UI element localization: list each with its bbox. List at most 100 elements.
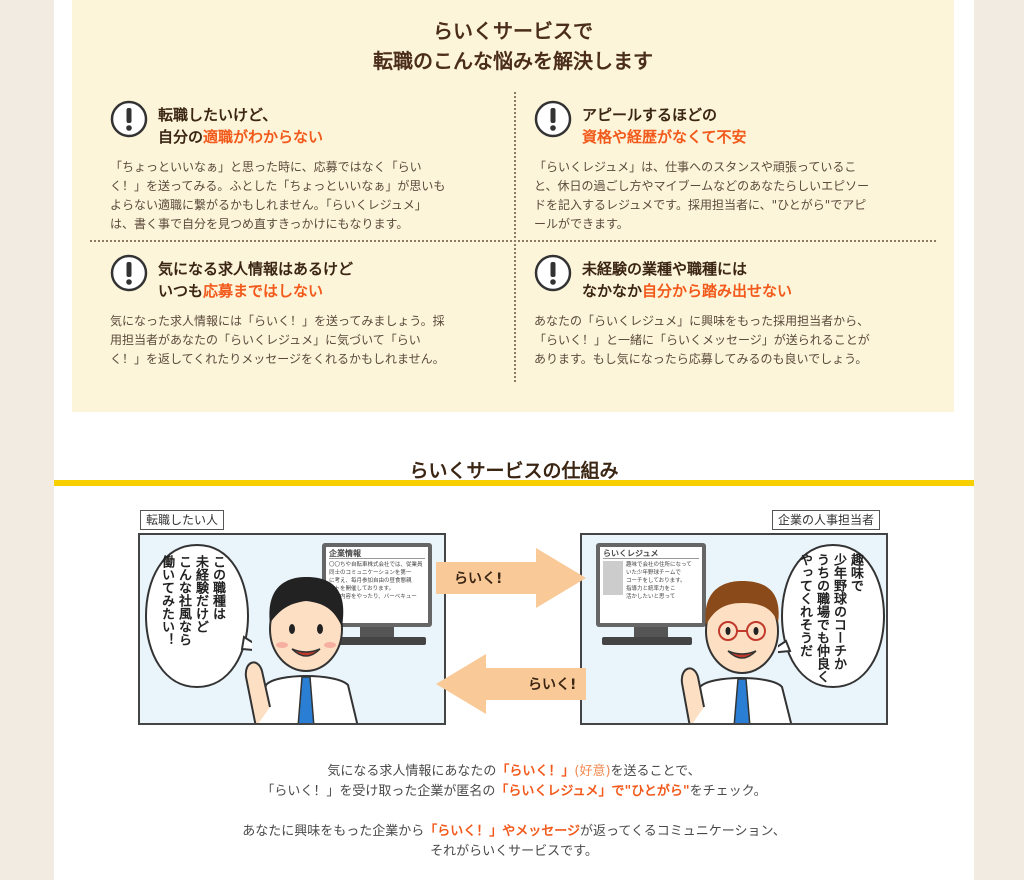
heading-line2: いつも [158, 282, 204, 300]
avatar-placeholder-icon [603, 561, 623, 595]
summary-line: 気になる求人情報にあなたの「らいく！」(好意)を送ることで、 [54, 762, 974, 782]
problem-card-heading: 転職したいけど、 自分の適職がわからない [158, 104, 323, 148]
screen-line: 趣味で会社の住所になって [626, 562, 692, 568]
bubble-line: 働いてみたい！ [159, 555, 174, 646]
page: らいくサービスで 転職のこんな悩みを解決します 転職したいけど、 自分の適職がわ… [54, 0, 974, 880]
bubble-line: 少年野球のコーチか [831, 553, 846, 670]
heading-line1: 気になる求人情報はあるけど [158, 260, 354, 278]
problem-card-body: 気になった求人情報には「らいく！」を送ってみましょう。採 用担当者があなたの「ら… [110, 312, 490, 369]
body-line: は、書く事で自分を見つめ直すきっかけにもなります。 [110, 217, 409, 231]
exclamation-icon [110, 254, 148, 292]
like-arrow-right: らいく! [436, 548, 586, 608]
recruiter-tag: 企業の人事担当者 [772, 510, 881, 530]
exclamation-icon [534, 254, 572, 292]
problems-title-line1: らいくサービスで [433, 19, 593, 43]
summary-paragraph-2: あなたに興味をもった企業から「らいく！」やメッセージが返ってくるコミュニケーショ… [54, 822, 974, 862]
summary-paragraph-1: 気になる求人情報にあなたの「らいく！」(好意)を送ることで、 「らいく！」を受け… [54, 762, 974, 802]
summary-emphasis: 「らいく！」 [496, 764, 575, 779]
summary-emphasis: 「らいく！」やメッセージ [424, 824, 581, 839]
screen-line: いた少年野球チームで [626, 570, 681, 576]
problems-title-line2: 転職のこんな悩みを解決します [373, 49, 653, 73]
heading-line1: 未経験の業種や職種には [582, 260, 748, 278]
bubble-line: やってくれそうだ [797, 553, 812, 657]
body-line: よらない適職に繋がるかもしれません。「らいくレジュメ」 [110, 198, 427, 212]
job-info-screen: 企業情報 〇〇ちや自転車株式会社では、従業員 同士のコミュニケーションを第一 に… [326, 547, 428, 623]
screen-line: ントを開催しております。 [329, 586, 395, 592]
job-seeker-panel: この職種は 未経験だけど こんな社風なら 働いてみたい！ 企業情報 〇〇ちや自転… [138, 533, 446, 725]
body-line: あります。もし気になったら応募してみるのも良いでしょう。 [534, 352, 868, 366]
body-line: 気になった求人情報には「らいく！」を送ってみましょう。採 [110, 314, 445, 328]
screen-line: 活かしたいと思って [626, 594, 676, 600]
divider-horizontal [90, 240, 936, 242]
speech-bubble-icon [778, 543, 886, 689]
bubble-line: この職種は [210, 555, 225, 620]
body-line: く！」を返してくれたりメッセージをくれるかもしれません。 [110, 352, 445, 366]
arrow-left-icon [436, 654, 586, 714]
like-arrow-left: らいく! [436, 654, 586, 714]
monitor-stand [634, 627, 668, 637]
arrow-right-icon [436, 548, 586, 608]
problem-card-heading: 気になる求人情報はあるけど いつも応募まではしない [158, 258, 353, 302]
bubble-line: こんな社風なら [176, 555, 191, 646]
summary-line: あなたに興味をもった企業から「らいく！」やメッセージが返ってくるコミュニケーショ… [54, 822, 974, 842]
summary-line: それがらいくサービスです。 [430, 844, 598, 859]
problems-section: らいくサービスで 転職のこんな悩みを解決します 転職したいけど、 自分の適職がわ… [72, 0, 954, 412]
body-line: ドを記入するレジュメです。採用担当者に、"ひとがら"でアピ [534, 198, 867, 212]
heading-line1: アピールするほどの [582, 106, 718, 124]
job-info-screen-title: 企業情報 [329, 550, 425, 559]
screen-line: 同士のコミュニケーションを第一 [329, 570, 412, 576]
heading-accent: 応募まではしない [203, 282, 324, 300]
screen-line: に考え、毎月参加自由の昼食懇親 [329, 578, 412, 584]
summary-text: あなたに興味をもった企業から [242, 824, 425, 839]
problem-card-body: あなたの「らいくレジュメ」に興味をもった採用担当者から、 「らいく！」と一緒に「… [534, 312, 914, 369]
recruiter-bubble-text: 趣味で 少年野球のコーチか うちの職場でも仲良く やってくれそうだ [796, 553, 864, 683]
problem-card-body: 「ちょっといいなぁ」と思った時に、応募ではなく「らい く！」を送ってみる。ふとし… [110, 158, 490, 234]
heading-line2: なかなか [582, 282, 643, 300]
body-line: あなたの「らいくレジュメ」に興味をもった採用担当者から、 [534, 314, 870, 328]
problems-title: らいくサービスで 転職のこんな悩みを解決します [72, 16, 954, 76]
recruiter-panel: らいくレジュメ 趣味で会社の住所になって いた少年野球チームで コーチをしており… [580, 533, 888, 725]
screen-line: 〇〇ちや自転車株式会社では、従業員 [329, 562, 423, 568]
body-line: 「らいく！」と一緒に「らいくメッセージ」が送られることが [534, 333, 870, 347]
problem-card-heading: 未経験の業種や職種には なかなか自分から踏み出せない [582, 258, 792, 302]
resume-monitor: らいくレジュメ 趣味で会社の住所になって いた少年野球チームで コーチをしており… [596, 543, 706, 627]
keyboard [602, 637, 692, 645]
body-line: く！」を送ってみる。ふとした「ちょっといいなぁ」が思いも [110, 179, 446, 193]
speech-bubble-icon [144, 543, 252, 689]
body-line: ールができます。 [534, 217, 629, 231]
heading-accent: 資格や経歴がなくて不安 [582, 128, 747, 146]
job-seeker-bubble-text: この職種は 未経験だけど こんな社風なら 働いてみたい！ [158, 555, 226, 685]
heading-line1: 転職したいけど、 [158, 106, 278, 124]
screen-line: コーチをしております。 [626, 578, 686, 584]
heading-accent: 自分から踏み出せない [642, 282, 793, 300]
recruiter-person-icon [680, 581, 793, 723]
resume-screen-title: らいくレジュメ [603, 550, 699, 559]
screen-line: 活動内容をやったり、バーベキュー [329, 594, 417, 600]
body-line: 「ちょっといいなぁ」と思った時に、応募ではなく「らい [110, 160, 422, 174]
summary-text: をチェック。 [689, 784, 767, 799]
summary-line: 「らいく！」を受け取った企業が匿名の「らいくレジュメ」で"ひとがら"をチェック。 [54, 782, 974, 802]
summary-emphasis: 「らいくレジュメ」で"ひとがら" [495, 784, 690, 799]
body-line: 「らいくレジュメ」は、仕事へのスタンスや頑張っているこ [534, 160, 857, 174]
exclamation-icon [110, 100, 148, 138]
bubble-line: 趣味で [848, 553, 863, 592]
body-line: と、休日の過ごし方やマイブームなどのあなたらしいエピソー [534, 179, 870, 193]
keyboard [336, 637, 426, 645]
system-title: らいくサービスの仕組み [409, 460, 619, 482]
exclamation-icon [534, 100, 572, 138]
job-seeker-person-icon [244, 577, 359, 723]
system-title-bar [54, 480, 974, 486]
body-line: 用担当者があなたの「らいくレジュメ」に気づいて「らい [110, 333, 421, 347]
summary-text: が返ってくるコミュニケーション、 [580, 824, 786, 839]
summary-text: 気になる求人情報にあなたの [327, 764, 497, 779]
resume-screen: らいくレジュメ 趣味で会社の住所になって いた少年野球チームで コーチをしており… [600, 547, 702, 623]
bubble-line: 未経験だけど [193, 555, 208, 633]
monitor-stand [360, 627, 394, 637]
summary-soft: (好意) [574, 764, 611, 779]
screen-line: 指導力と統率力をこ [626, 586, 676, 592]
heading-line2: 自分の [158, 128, 204, 146]
arrow-right-label: らいく! [454, 571, 503, 587]
heading-accent: 適職がわからない [203, 128, 324, 146]
summary-text: 「らいく！」を受け取った企業が匿名の [261, 784, 496, 799]
arrow-left-label: らいく! [528, 677, 577, 693]
